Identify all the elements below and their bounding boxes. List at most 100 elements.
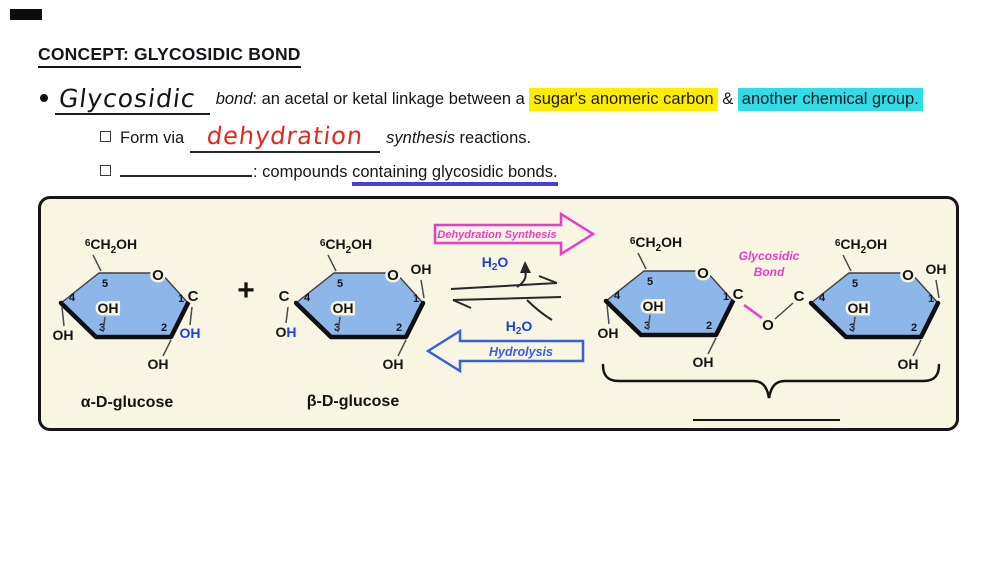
corner-mark xyxy=(10,9,42,20)
handwritten-term: Glycosidic xyxy=(57,84,198,113)
hydroxyl-c2: OH xyxy=(898,356,919,372)
bond-word: bond xyxy=(215,90,253,108)
hydroxyl-c2: OH xyxy=(693,354,714,370)
alpha-glucose-molecule: 6CH2OH 5 O 4 3 2 1 C OH OH OH OH α-D-glu… xyxy=(53,236,202,411)
ring-number-5: 5 xyxy=(647,276,653,288)
concept-title: GLYCOSIDIC BOND xyxy=(133,44,301,64)
ring-number-4: 4 xyxy=(69,292,76,304)
c4-oh-bond xyxy=(61,306,65,327)
molecule-name-alpha: α-D-glucose xyxy=(81,394,174,411)
equilibrium-bottom-arrow xyxy=(452,296,562,301)
ring-number-1: 1 xyxy=(723,291,729,303)
c6-bond xyxy=(92,254,102,272)
hydroxyl-c3: OH xyxy=(848,300,869,316)
ring-front-edge xyxy=(808,300,941,340)
product-brace xyxy=(601,363,941,399)
hydrolysis-arrow-label: Hydrolysis xyxy=(489,345,553,359)
hydroxyl-c3: OH xyxy=(98,300,119,316)
c2-oh-bond xyxy=(397,339,407,357)
carbon-4-label: C xyxy=(794,288,805,305)
ring-number-2: 2 xyxy=(706,320,712,332)
ch2oh-label: 6CH2OH xyxy=(630,234,682,254)
reaction-diagram-panel: 6CH2OH 5 O 4 3 2 1 C OH OH OH OH α-D-glu… xyxy=(38,196,959,431)
anomeric-carbon-label: C xyxy=(733,286,744,303)
ring-number-3: 3 xyxy=(644,320,650,332)
term-blank: Glycosidic xyxy=(55,84,210,115)
anomeric-hydroxyl-up: OH xyxy=(926,261,947,277)
ring-number-2: 2 xyxy=(396,322,402,334)
anomeric-hydroxyl-up: OH xyxy=(411,261,432,277)
ring-oxygen: O xyxy=(697,265,709,282)
carbon-4-label: C xyxy=(279,288,290,305)
pyranose-ring xyxy=(809,272,939,338)
synthesis-word: synthesis xyxy=(386,129,455,147)
c3-oh-bond xyxy=(337,316,341,333)
c6-bond xyxy=(842,254,852,272)
ring-number-5: 5 xyxy=(852,278,858,290)
ring-oxygen: O xyxy=(152,267,164,284)
glycosidic-bond-label-line2: Bond xyxy=(754,265,785,279)
dehydration-arrow xyxy=(433,211,596,257)
equilibrium-top-barb xyxy=(538,275,558,284)
c1-oh-bond xyxy=(935,279,940,299)
c3-oh-bond xyxy=(647,314,651,331)
hydroxyl-c4: OH xyxy=(53,327,74,343)
concept-heading: CONCEPT: GLYCOSIDIC BOND xyxy=(38,44,301,68)
c3-oh-bond xyxy=(102,316,106,333)
handwritten-dehydration: dehydration xyxy=(205,122,365,150)
glycosidic-oxygen: O xyxy=(762,317,774,334)
beta-glucose-molecule: 6CH2OH 5 O 4 3 2 1 C OH OH OH OH β-D-glu… xyxy=(275,236,431,410)
ring-number-4: 4 xyxy=(819,292,826,304)
hydroxyl-c4: OH xyxy=(598,325,619,341)
bullet-icon xyxy=(40,94,48,102)
pyranose-ring xyxy=(604,270,734,336)
concept-heading-underline: CONCEPT: GLYCOSIDIC BOND xyxy=(38,44,301,68)
ring-number-3: 3 xyxy=(99,322,105,334)
cyan-highlight: another chemical group. xyxy=(737,88,923,111)
c4-oh-bond xyxy=(606,304,610,325)
glycosidic-bond-label-line1: Glycosidic xyxy=(739,249,800,263)
yellow-highlight: sugar's anomeric carbon xyxy=(529,88,718,111)
c6-bond xyxy=(327,254,337,272)
pyranose-ring xyxy=(294,272,424,338)
ring-number-4: 4 xyxy=(304,292,311,304)
c6-bond xyxy=(637,252,647,270)
glycosidic-bond-line xyxy=(743,303,763,320)
hydroxyl-c2: OH xyxy=(148,356,169,372)
ring-number-2: 2 xyxy=(911,322,917,334)
c3-oh-bond xyxy=(852,316,856,333)
ch2oh-label: 6CH2OH xyxy=(85,236,137,256)
concept-label: CONCEPT: xyxy=(38,44,130,64)
reaction-diagram: 6CH2OH 5 O 4 3 2 1 C OH OH OH OH α-D-glu… xyxy=(53,211,947,421)
checkbox-icon xyxy=(100,131,111,142)
ring-front-edge xyxy=(603,298,736,338)
water-out-arrowhead xyxy=(520,261,531,273)
anomeric-hydroxyl-blue: OH xyxy=(180,325,201,341)
ring-number-1: 1 xyxy=(413,293,419,305)
blue-underlined-text: containing glycosidic bonds. xyxy=(352,163,558,186)
c2-oh-bond xyxy=(707,337,717,355)
hydrolysis-arrow xyxy=(425,328,585,374)
water-released-label: H2O xyxy=(482,254,509,273)
product-glucose-1: 6CH2OH 5 O 4 3 2 1 C OH OH OH xyxy=(598,234,747,370)
ampersand: & xyxy=(722,90,734,108)
plus-sign: + xyxy=(237,274,255,307)
ch2oh-label: 6CH2OH xyxy=(835,236,887,256)
ring-number-5: 5 xyxy=(337,278,343,290)
ch2oh-label: 6CH2OH xyxy=(320,236,372,256)
ring-number-5: 5 xyxy=(102,278,108,290)
equilibrium-top-arrow xyxy=(450,282,558,290)
form-via-text: Form via xyxy=(120,129,185,147)
water-in-curve xyxy=(526,299,553,321)
compounds-line: : compounds containing glycosidic bonds. xyxy=(100,161,558,186)
compounds-text: : compounds xyxy=(253,163,348,181)
ring-number-1: 1 xyxy=(928,293,934,305)
ring-number-2: 2 xyxy=(161,322,167,334)
empty-blank xyxy=(120,161,252,177)
hydroxyl-c3: OH xyxy=(333,300,354,316)
hydroxyl-c3: OH xyxy=(643,298,664,314)
c2-oh-bond xyxy=(912,339,922,357)
anomeric-carbon-label: C xyxy=(188,288,199,305)
